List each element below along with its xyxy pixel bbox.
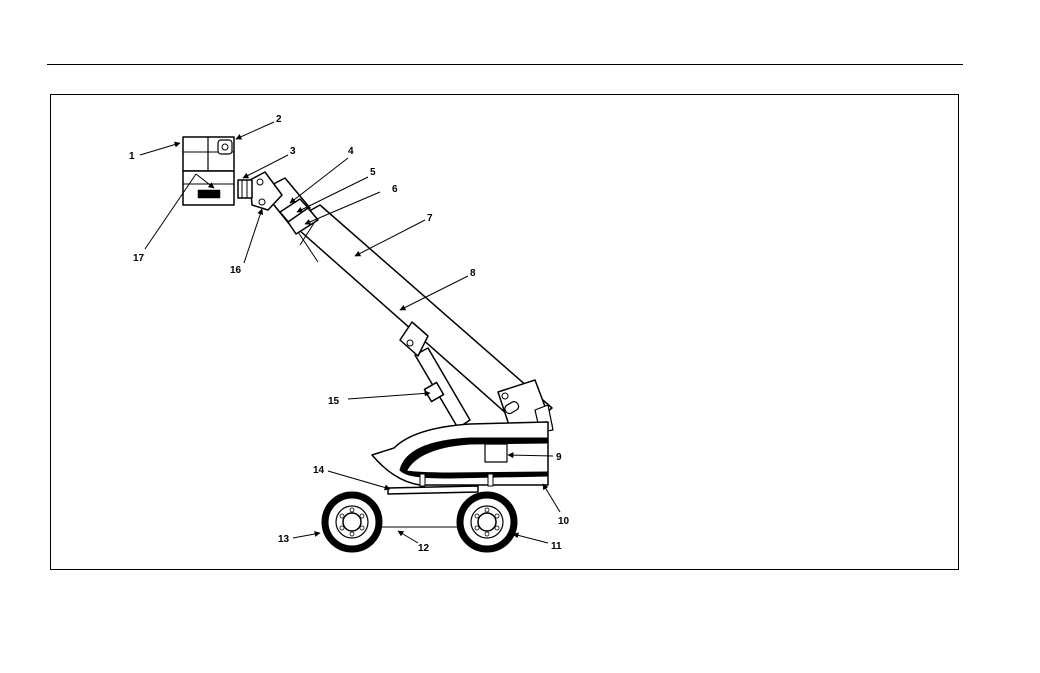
turntable-cover [485,444,507,462]
leader-15 [348,393,430,399]
callout-2: 2 [276,114,282,125]
rotator [238,180,252,198]
leader-12 [398,531,418,543]
leader-10 [543,484,560,512]
leader-13 [293,533,320,538]
callout-13: 13 [278,534,290,545]
leader-14 [328,471,390,489]
callout-3: 3 [290,146,296,157]
platform-decal [198,190,220,198]
platform-basket [183,171,234,205]
front-wheel [322,492,382,552]
callout-5: 5 [370,167,376,178]
callout-9: 9 [556,452,562,463]
leader-5 [297,177,368,212]
callout-4: 4 [348,146,354,157]
callout-12: 12 [418,543,430,554]
leader-11 [513,534,548,543]
callout-1: 1 [129,151,135,162]
callout-6: 6 [392,184,398,195]
leader-7 [355,220,425,256]
leader-16 [244,209,262,263]
callout-16: 16 [230,265,242,276]
callout-17: 17 [133,253,145,264]
leader-2 [236,122,274,139]
callout-14: 14 [313,465,325,476]
rear-wheel [457,492,517,552]
callout-10: 10 [558,516,570,527]
callout-7: 7 [427,213,433,224]
leader-1 [140,143,180,155]
callout-11: 11 [551,541,562,552]
chassis [388,486,478,494]
leader-4 [290,158,348,203]
callout-8: 8 [470,268,476,279]
callout-15: 15 [328,396,340,407]
leader-17 [145,174,196,249]
machine-illustration [183,137,553,552]
